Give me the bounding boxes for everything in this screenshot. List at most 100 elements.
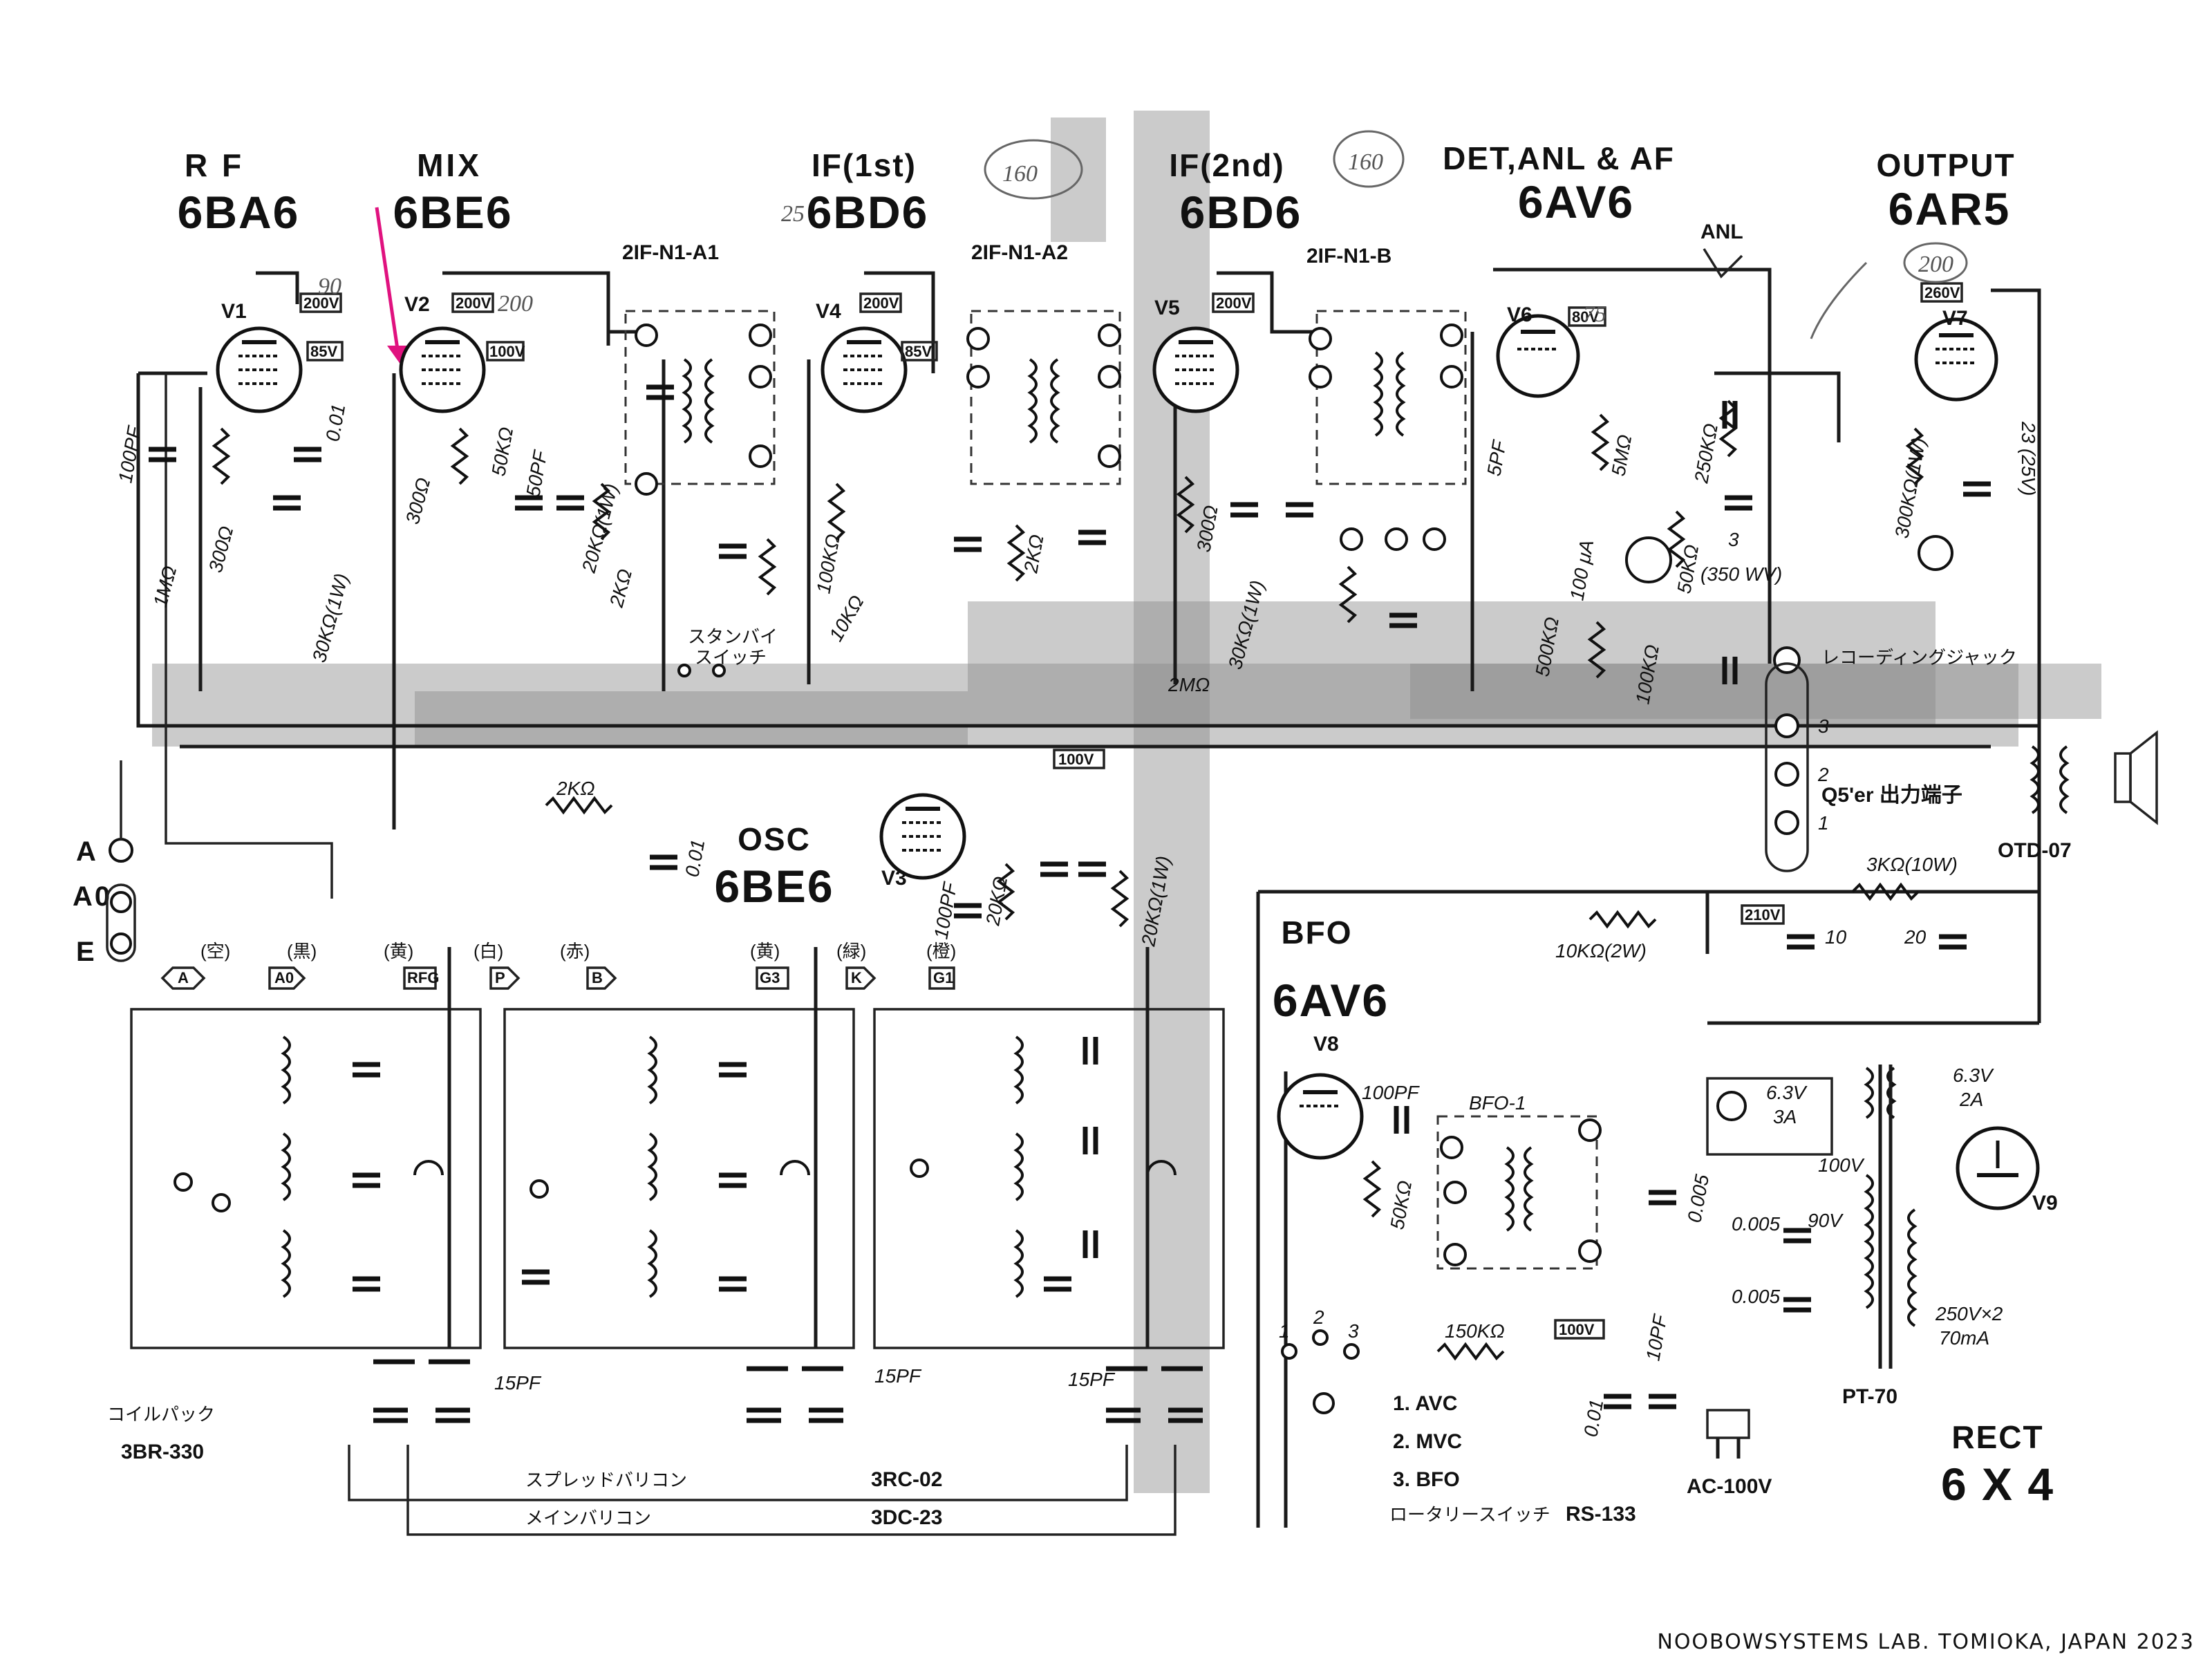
pencil-notes: 160 160 200 90 75 25 200 <box>318 130 1968 339</box>
v-r-3k-10w: 3KΩ(10W) <box>1866 854 1958 875</box>
tube-v4: V4 200V 85V <box>816 292 938 413</box>
v-c-osc-001: 0.01 <box>681 838 709 879</box>
coil-tags: (空) (黒) (黄) (白) (赤) (黄) (緑) (橙) A A0 RFG… <box>160 941 956 990</box>
bus-wiring <box>136 268 2041 1528</box>
rotary-label: ロータリースイッチ <box>1389 1504 1550 1525</box>
pencil-note-5: 75 <box>1583 301 1606 327</box>
standby-label: スタンバイ <box>688 626 778 647</box>
svg-text:3: 3 <box>1818 715 1829 737</box>
ac-label: AC-100V <box>1687 1475 1772 1498</box>
tube-v5: V5 200V <box>1152 292 1255 413</box>
v7-volt: 260V <box>1924 284 1960 301</box>
v-r-20k-1w: 20KΩ(1W) <box>578 481 622 575</box>
svg-text:3: 3 <box>1348 1320 1359 1342</box>
varicon-model2: 3DC-23 <box>871 1506 942 1529</box>
v-pt-70ma: 70mA <box>1939 1327 1989 1349</box>
pt-label: PT-70 <box>1842 1385 1897 1408</box>
v-r-10k-2w: 10KΩ(2W) <box>1555 940 1647 962</box>
v-pt-250: 250V×2 <box>1935 1303 2003 1324</box>
varicon-section: スプレッドバリコン メインバリコン 3RC-02 3DC-23 コイルパック 3… <box>107 1359 1203 1536</box>
tube-v6: V6 80V <box>1496 303 1606 398</box>
component-values: 1MΩ 100PF 300Ω 0.01 30KΩ(1W) 300Ω 50KΩ 5… <box>114 402 2039 1438</box>
coil-color-6: (黄) <box>750 941 780 962</box>
v5-volt: 200V <box>1216 294 1252 312</box>
v-v-100: 100V <box>1559 1321 1595 1338</box>
svg-text:2: 2 <box>1313 1306 1324 1328</box>
components <box>149 384 1991 1409</box>
rec-jack-label: レコーディングジャック <box>1821 647 2017 668</box>
det-stage-name: DET,ANL & AF <box>1443 140 1675 176</box>
pencil-note-6: 25 <box>781 201 805 227</box>
v-r-2m: 2MΩ <box>1168 674 1210 695</box>
if2-tube-type: 6BD6 <box>1180 187 1302 238</box>
v-heater-a: 3A <box>1773 1106 1797 1127</box>
output-section: ANL レコーディングジャック 3 2 1 Q5'er 出力端子 OTD-07 <box>1700 221 2158 872</box>
bfo-tube-type: 6AV6 <box>1273 975 1389 1026</box>
v-c-10pf: 10PF <box>1642 1312 1671 1362</box>
v-r-300a: 300Ω <box>205 524 238 575</box>
v-c-50pf: 50PF <box>522 448 551 498</box>
v-c-3-350: 3 <box>1728 529 1739 550</box>
v-c-10: 10 <box>1825 926 1847 948</box>
otd-label: OTD-07 <box>1998 839 2072 862</box>
v-r-2k-osc: 2KΩ <box>556 778 595 799</box>
if1-stage-name: IF(1st) <box>812 147 917 183</box>
coil-tag-g1: G1 <box>933 969 953 986</box>
v-r-10k: 10KΩ <box>825 592 868 645</box>
mix-tube-type: 6BE6 <box>393 187 512 238</box>
mix-stage-name: MIX <box>417 147 482 183</box>
rf-stage-name: R F <box>185 147 244 183</box>
mode2-label: 2. MVC <box>1393 1430 1462 1453</box>
coil-tag-a: A <box>178 969 189 986</box>
v-r-50k-b: 50KΩ <box>1673 543 1703 595</box>
bfo-power-section: PT-70 AC-100V 1 2 3 1. AVC 2. MVC 3. BFO… <box>1279 1065 1918 1526</box>
v-c-15pf-c: 15PF <box>1068 1369 1116 1390</box>
v9-ref: V9 <box>2032 1192 2058 1215</box>
coil-tag-g3: G3 <box>760 969 780 986</box>
v-r-5m: 5MΩ <box>1607 433 1635 478</box>
coil-tag-rfg: RFG <box>407 969 439 986</box>
v-c-100pf-bfo: 100PF <box>1362 1082 1420 1103</box>
v-v-210: 210V <box>1745 906 1781 924</box>
v-r-50k: 50KΩ <box>487 426 517 478</box>
pencil-note-3: 200 <box>1918 252 1953 277</box>
v3-volt: 100V <box>1058 751 1094 768</box>
ant-e-label: E <box>76 937 97 967</box>
svg-text:1: 1 <box>1279 1320 1290 1342</box>
spread-varicon-label: スプレッドバリコン <box>525 1470 687 1490</box>
coil-color-2: (黒) <box>287 941 317 962</box>
v-c-001-bfo: 0.01 <box>1580 1398 1607 1438</box>
v-r-2k-b: 2KΩ <box>1020 533 1047 575</box>
v-c-20: 20 <box>1904 926 1927 948</box>
osc-tube-type: 6BE6 <box>714 861 834 912</box>
v-heater2-a: 2A <box>1959 1089 1983 1110</box>
anl-label: ANL <box>1700 221 1743 243</box>
tube-v2: V2 200V 100V <box>399 292 525 413</box>
v-r-2k: 2KΩ <box>606 567 637 610</box>
v3-ref: V3 <box>881 867 907 890</box>
v-wv-350: (350 WV) <box>1700 563 1782 585</box>
coil-tag-b: B <box>592 969 603 986</box>
v-r-150k: 150KΩ <box>1445 1320 1505 1342</box>
rect-stage-name: RECT <box>1951 1419 2043 1455</box>
v-c-15pf-b: 15PF <box>874 1365 922 1387</box>
v-c-100pf-osc: 100PF <box>930 880 961 941</box>
v-pt-90v: 90V <box>1808 1210 1844 1231</box>
coil-pack <box>130 947 1225 1349</box>
coil-color-5: (赤) <box>560 941 590 962</box>
credit-text: NOOBOWSYSTEMS LAB. TOMIOKA, JAPAN 2023 <box>1657 1630 2195 1654</box>
ifa1-label: 2IF-N1-A1 <box>622 241 719 264</box>
osc-stage-name: OSC <box>738 821 811 857</box>
v4-ref: V4 <box>816 300 841 323</box>
coilpack-label: コイルパック <box>107 1404 215 1425</box>
svg-text:1: 1 <box>1818 812 1829 834</box>
coil-color-8: (橙) <box>926 941 956 962</box>
coil-color-1: (空) <box>200 941 230 962</box>
standby-label2: スイッチ <box>695 647 767 668</box>
coil-tag-a0: A0 <box>274 969 294 986</box>
pencil-note-1: 160 <box>1002 161 1038 187</box>
v1-ref: V1 <box>221 300 247 323</box>
varicon-model1: 3RC-02 <box>871 1468 942 1491</box>
v1-volt: 200V <box>303 294 339 312</box>
tube-v1: V1 200V 85V <box>216 292 344 413</box>
